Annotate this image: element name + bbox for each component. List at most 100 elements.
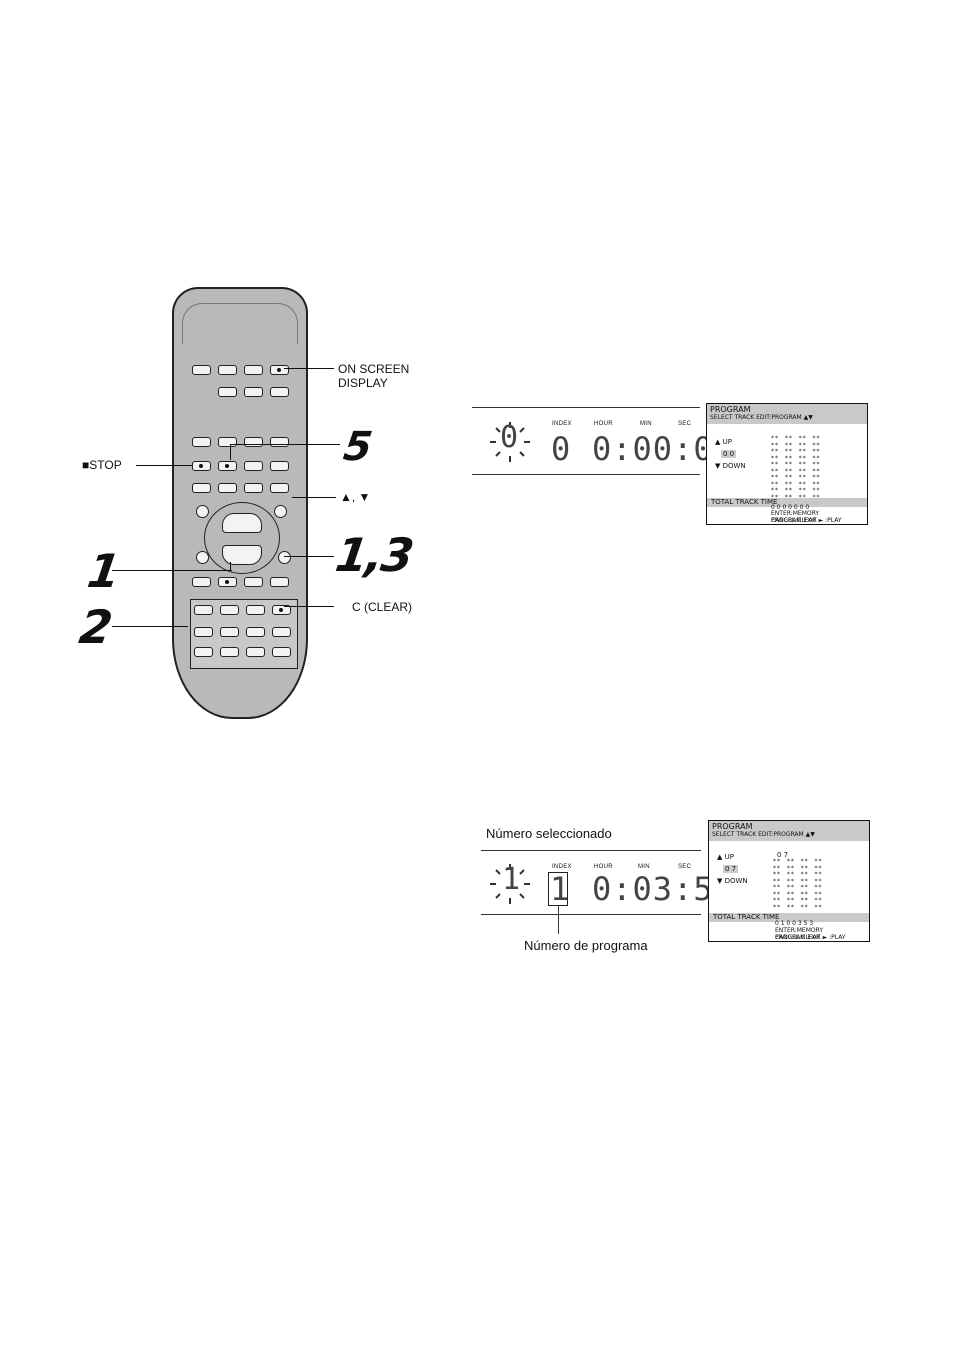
number-button[interactable] bbox=[246, 605, 265, 615]
osd-subtitle: SELECT TRACK EDIT:PROGRAM ▲▼ bbox=[710, 414, 813, 421]
clear-button[interactable] bbox=[272, 605, 291, 615]
remote-top-panel bbox=[182, 303, 298, 344]
osd-track-grid: ** ** ** ** ** ** ** ** ** ** ** ** ** *… bbox=[773, 858, 823, 911]
osd-subtitle: SELECT TRACK EDIT:PROGRAM ▲▼ bbox=[712, 831, 815, 838]
number-button[interactable] bbox=[272, 647, 291, 657]
number-button[interactable] bbox=[194, 627, 213, 637]
number-button[interactable] bbox=[272, 627, 291, 637]
remote-button[interactable] bbox=[192, 365, 211, 375]
step-5-label: 5 bbox=[340, 424, 374, 470]
index-digit: 0 bbox=[551, 430, 572, 468]
remote-round-button[interactable] bbox=[196, 551, 209, 564]
number-button[interactable] bbox=[220, 627, 239, 637]
remote-button[interactable] bbox=[270, 461, 289, 471]
osd-track-grid: ** ** ** ** ** ** ** ** ** ** ** ** ** *… bbox=[771, 435, 821, 501]
remote-button[interactable] bbox=[244, 577, 263, 587]
index-label: INDEX bbox=[552, 421, 572, 427]
callout-line bbox=[230, 444, 340, 445]
osd-up-label: ▲ UP bbox=[717, 853, 734, 861]
callout-line bbox=[284, 368, 334, 369]
program-number-caption: Número de programa bbox=[524, 938, 648, 953]
play-round-button[interactable] bbox=[278, 551, 291, 564]
osd-selected-value: 0 0 bbox=[721, 450, 737, 458]
display-bottom-rule bbox=[472, 474, 700, 475]
osd-total-bar: TOTAL TRACK TIME bbox=[709, 913, 869, 922]
callout-line bbox=[292, 497, 336, 498]
remote-button[interactable] bbox=[218, 483, 237, 493]
stop-label: ■STOP bbox=[82, 458, 122, 472]
number-button[interactable] bbox=[246, 627, 265, 637]
osd-total-bar: TOTAL TRACK TIME bbox=[707, 498, 867, 507]
remote-button[interactable] bbox=[218, 365, 237, 375]
on-screen-display-button[interactable] bbox=[270, 365, 289, 375]
number-button[interactable] bbox=[220, 647, 239, 657]
remote-button[interactable] bbox=[192, 577, 211, 587]
hour-label: HOUR bbox=[594, 421, 613, 427]
remote-round-button[interactable] bbox=[274, 505, 287, 518]
remote-button[interactable] bbox=[270, 437, 289, 447]
remote-button[interactable] bbox=[192, 483, 211, 493]
remote-control bbox=[172, 287, 308, 719]
osd-footer-line2: CANCEL:CLEAR ► :PLAY bbox=[775, 934, 846, 941]
blinking-program-indicator bbox=[490, 422, 530, 462]
remote-button[interactable] bbox=[244, 483, 263, 493]
step1-button[interactable] bbox=[218, 577, 237, 587]
remote-button[interactable] bbox=[270, 483, 289, 493]
min-label: MIN bbox=[640, 421, 652, 427]
program-osd-screen: PROGRAM SELECT TRACK EDIT:PROGRAM ▲▼ ▲ U… bbox=[706, 403, 868, 525]
index-label: INDEX bbox=[552, 864, 572, 870]
program-osd-screen: PROGRAM SELECT TRACK EDIT:PROGRAM ▲▼ ▲ U… bbox=[708, 820, 870, 942]
remote-button[interactable] bbox=[218, 387, 237, 397]
sec-label: SEC bbox=[678, 421, 692, 427]
sec-label: SEC bbox=[678, 864, 692, 870]
program-button[interactable] bbox=[218, 461, 237, 471]
callout-line bbox=[284, 606, 334, 607]
program-number-pointer bbox=[558, 906, 559, 934]
index-highlight-box bbox=[548, 872, 568, 906]
down-arrow-button[interactable] bbox=[222, 545, 262, 565]
remote-button[interactable] bbox=[270, 577, 289, 587]
callout-line bbox=[112, 626, 188, 627]
callout-line bbox=[230, 444, 231, 460]
number-button[interactable] bbox=[194, 605, 213, 615]
osd-footer-line1: ENTER:MEMORY PROGRAM:EXIT bbox=[771, 510, 820, 524]
remote-button[interactable] bbox=[192, 437, 211, 447]
step-1-3-label: 1,3 bbox=[332, 528, 416, 582]
display-top-rule bbox=[481, 850, 701, 851]
min-label: MIN bbox=[638, 864, 650, 870]
remote-button[interactable] bbox=[244, 461, 263, 471]
osd-first-entry: 0 7 bbox=[777, 851, 789, 859]
remote-button[interactable] bbox=[244, 387, 263, 397]
step-1-label: 1 bbox=[84, 544, 122, 598]
dpad-ring bbox=[204, 502, 280, 574]
on-screen-display-label: ON SCREEN DISPLAY bbox=[338, 362, 410, 390]
remote-button[interactable] bbox=[218, 437, 237, 447]
program-number-digit: 1 bbox=[502, 862, 522, 897]
hour-label: HOUR bbox=[594, 864, 613, 870]
osd-totals: 0 1 0 0 3 5 3 bbox=[775, 920, 814, 927]
remote-button[interactable] bbox=[270, 387, 289, 397]
callout-line bbox=[112, 570, 232, 571]
osd-up-label: ▲ UP bbox=[715, 438, 732, 446]
osd-header: PROGRAM SELECT TRACK EDIT:PROGRAM ▲▼ bbox=[709, 821, 869, 841]
osd-header: PROGRAM SELECT TRACK EDIT:PROGRAM ▲▼ bbox=[707, 404, 867, 424]
program-number-digit: 0 bbox=[500, 420, 520, 455]
step-2-label: 2 bbox=[76, 600, 114, 654]
osd-selected-value: 0 7 bbox=[723, 865, 739, 873]
selected-number-caption: Número seleccionado bbox=[486, 826, 612, 841]
remote-button[interactable] bbox=[244, 437, 263, 447]
number-button[interactable] bbox=[220, 605, 239, 615]
up-arrow-button[interactable] bbox=[222, 513, 262, 533]
callout-line bbox=[136, 465, 192, 466]
callout-line bbox=[230, 562, 231, 570]
remote-button[interactable] bbox=[244, 365, 263, 375]
number-button[interactable] bbox=[194, 647, 213, 657]
osd-footer-line2: CANCEL:CLEAR ► :PLAY bbox=[771, 517, 842, 524]
osd-title: PROGRAM bbox=[712, 822, 753, 831]
number-button[interactable] bbox=[246, 647, 265, 657]
osd-down-label: ▼ DOWN bbox=[717, 877, 748, 885]
remote-round-button[interactable] bbox=[196, 505, 209, 518]
display-top-rule bbox=[472, 407, 700, 408]
stop-button[interactable] bbox=[192, 461, 211, 471]
callout-line bbox=[284, 556, 334, 557]
